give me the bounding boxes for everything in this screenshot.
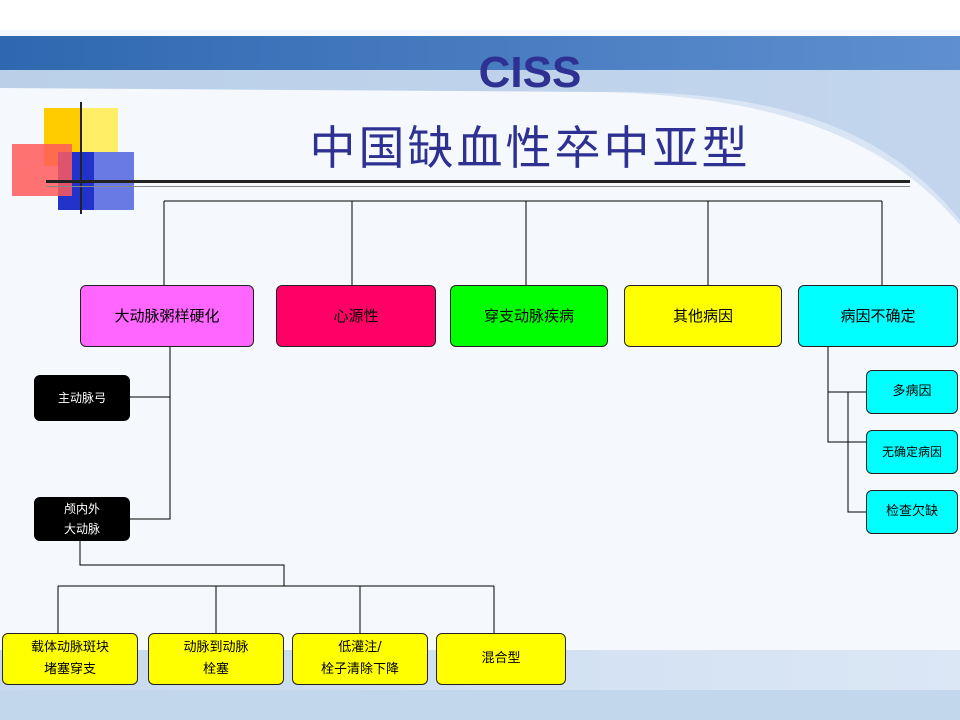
mechanism-hypoperfusion: 低灌注/ 栓子清除下降 (292, 633, 428, 685)
node-label: 多病因 (892, 384, 932, 399)
node-label-line1: 颅内外 (63, 502, 100, 516)
title-cn: 中国缺血性卒中亚型 (309, 121, 751, 175)
mechanism-parent-artery-plaque: 载体动脉斑块 堵塞穿支 (2, 633, 138, 685)
mechanism-mixed: 混合型 (436, 633, 566, 685)
undetermined-no-cause: 无确定病因 (866, 430, 958, 474)
node-label: 主动脉弓 (57, 391, 106, 405)
intra-extracranial-artery-box: 颅内外 大动脉 (34, 497, 130, 541)
category-label: 心源性 (333, 307, 379, 325)
node-label: 检查欠缺 (885, 504, 938, 519)
category-undetermined: 病因不确定 (798, 285, 958, 347)
undetermined-multiple-causes: 多病因 (866, 370, 958, 414)
category-label: 病因不确定 (840, 307, 916, 325)
decorative-squares-icon (12, 102, 910, 214)
title-en: CISS (478, 48, 582, 97)
node-label-line1: 混合型 (481, 651, 521, 666)
category-penetrating-artery-disease: 穿支动脉疾病 (450, 285, 608, 347)
undetermined-incomplete-workup: 检查欠缺 (866, 490, 958, 534)
category-other-etiology: 其他病因 (624, 285, 782, 347)
node-label-line2: 堵塞穿支 (43, 662, 96, 677)
category-cardiogenic: 心源性 (276, 285, 436, 347)
mechanism-artery-to-artery-embolism: 动脉到动脉 栓塞 (148, 633, 284, 685)
category-large-artery-atherosclerosis: 大动脉粥样硬化 (80, 285, 254, 347)
node-label-line2: 大动脉 (63, 522, 100, 536)
node-label-line2: 栓子清除下降 (320, 662, 399, 677)
node-label-line1: 低灌注/ (338, 640, 382, 655)
node-label-line1: 动脉到动脉 (183, 640, 249, 655)
category-label: 其他病因 (672, 307, 733, 325)
category-label: 穿支动脉疾病 (483, 307, 574, 325)
node-label: 无确定病因 (881, 445, 942, 459)
node-label-line1: 载体动脉斑块 (30, 640, 109, 655)
aortic-arch-box: 主动脉弓 (34, 375, 130, 421)
category-label: 大动脉粥样硬化 (114, 307, 220, 325)
node-label-line2: 栓塞 (202, 662, 229, 677)
